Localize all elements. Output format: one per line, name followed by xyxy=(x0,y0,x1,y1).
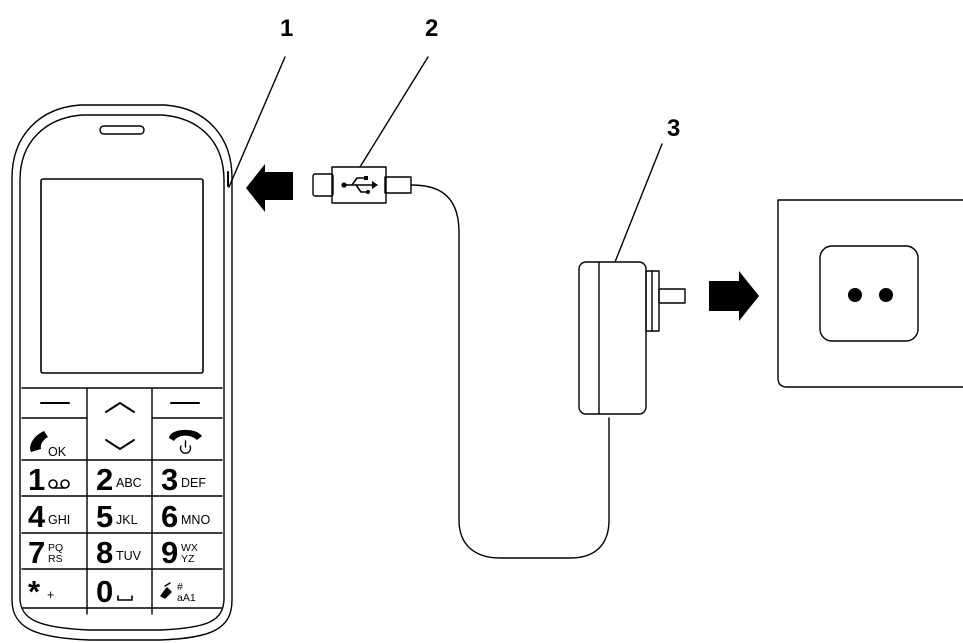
key-1-digit: 1 xyxy=(28,462,45,497)
key-8-digit: 8 xyxy=(96,535,113,570)
key-2-letters: ABC xyxy=(116,476,142,490)
arrow-left-icon xyxy=(246,164,293,212)
key-7-letters-bottom: RS xyxy=(48,553,63,565)
callout-label-3: 3 xyxy=(667,115,680,142)
usb-micro-tip xyxy=(312,173,334,197)
earpiece xyxy=(99,125,145,135)
charger-body xyxy=(578,261,647,415)
key-4-digit: 4 xyxy=(28,499,46,534)
key-7-letters-top: PQ xyxy=(48,542,63,554)
callout-label-1: 1 xyxy=(280,15,293,42)
key-5-letters: JKL xyxy=(116,513,138,527)
callout-leader-1 xyxy=(228,56,286,188)
usb-symbol-icon xyxy=(341,176,378,194)
key-0[interactable]: 0 xyxy=(96,574,133,609)
key-hash-letters-top: # xyxy=(177,581,183,593)
callout-1: 1 xyxy=(228,15,293,188)
key-9-letters-bottom: YZ xyxy=(181,553,195,565)
arrow-right-icon xyxy=(709,271,759,321)
cable-wire xyxy=(410,184,610,559)
usb-connector-body xyxy=(331,166,387,204)
key-8-letters: TUV xyxy=(116,549,142,563)
key-7-digit: 7 xyxy=(28,535,45,570)
callout-2: 2 xyxy=(359,15,438,168)
phone-screen xyxy=(40,178,204,374)
socket-plate xyxy=(777,199,963,388)
callout-label-2: 2 xyxy=(425,15,438,42)
key-5-digit: 5 xyxy=(96,499,113,534)
key-hash-letters-bottom: aA1 xyxy=(177,592,196,604)
usb-cable xyxy=(312,166,610,559)
callout-leader-2 xyxy=(359,56,429,168)
key-hash[interactable]: #aA1 xyxy=(160,581,196,604)
wall-socket xyxy=(777,199,963,388)
callout-leader-3 xyxy=(614,143,663,263)
charger-adapter xyxy=(578,261,686,415)
key-1[interactable]: 1 xyxy=(28,462,70,497)
voicemail-icon xyxy=(48,479,70,489)
end-call-button[interactable] xyxy=(169,429,202,454)
key-0-digit: 0 xyxy=(96,574,113,609)
socket-hole-left xyxy=(848,288,862,302)
plug-prong xyxy=(658,288,686,304)
phone-outer-body xyxy=(11,104,233,641)
key-9-letters-top: WX xyxy=(181,542,198,554)
key-star[interactable]: *+ xyxy=(28,574,54,609)
ring-mode-icon xyxy=(160,582,172,599)
cable-strain-relief xyxy=(384,176,412,194)
key-2-digit: 2 xyxy=(96,462,113,497)
key-3-digit: 3 xyxy=(161,462,178,497)
socket-hole-right xyxy=(879,288,893,302)
space-icon xyxy=(117,595,133,601)
key-star-digit: * xyxy=(28,574,41,609)
chevron-up-icon[interactable] xyxy=(105,402,135,413)
callout-3: 3 xyxy=(614,115,680,263)
call-button-label: OK xyxy=(48,445,67,459)
chevron-down-icon[interactable] xyxy=(105,439,135,450)
key-4-letters: GHI xyxy=(48,513,70,527)
call-handset-icon xyxy=(30,431,48,452)
key-star-letters: + xyxy=(47,588,54,602)
key-9-digit: 9 xyxy=(161,535,178,570)
keypad-grid xyxy=(21,387,223,615)
phone-inner-body xyxy=(19,114,225,631)
key-6-digit: 6 xyxy=(161,499,178,534)
socket-inner xyxy=(819,245,919,342)
call-button[interactable]: OK xyxy=(30,431,67,459)
key-3-letters: DEF xyxy=(181,476,206,490)
end-call-power-icon xyxy=(169,429,202,441)
key-6-letters: MNO xyxy=(181,513,210,527)
